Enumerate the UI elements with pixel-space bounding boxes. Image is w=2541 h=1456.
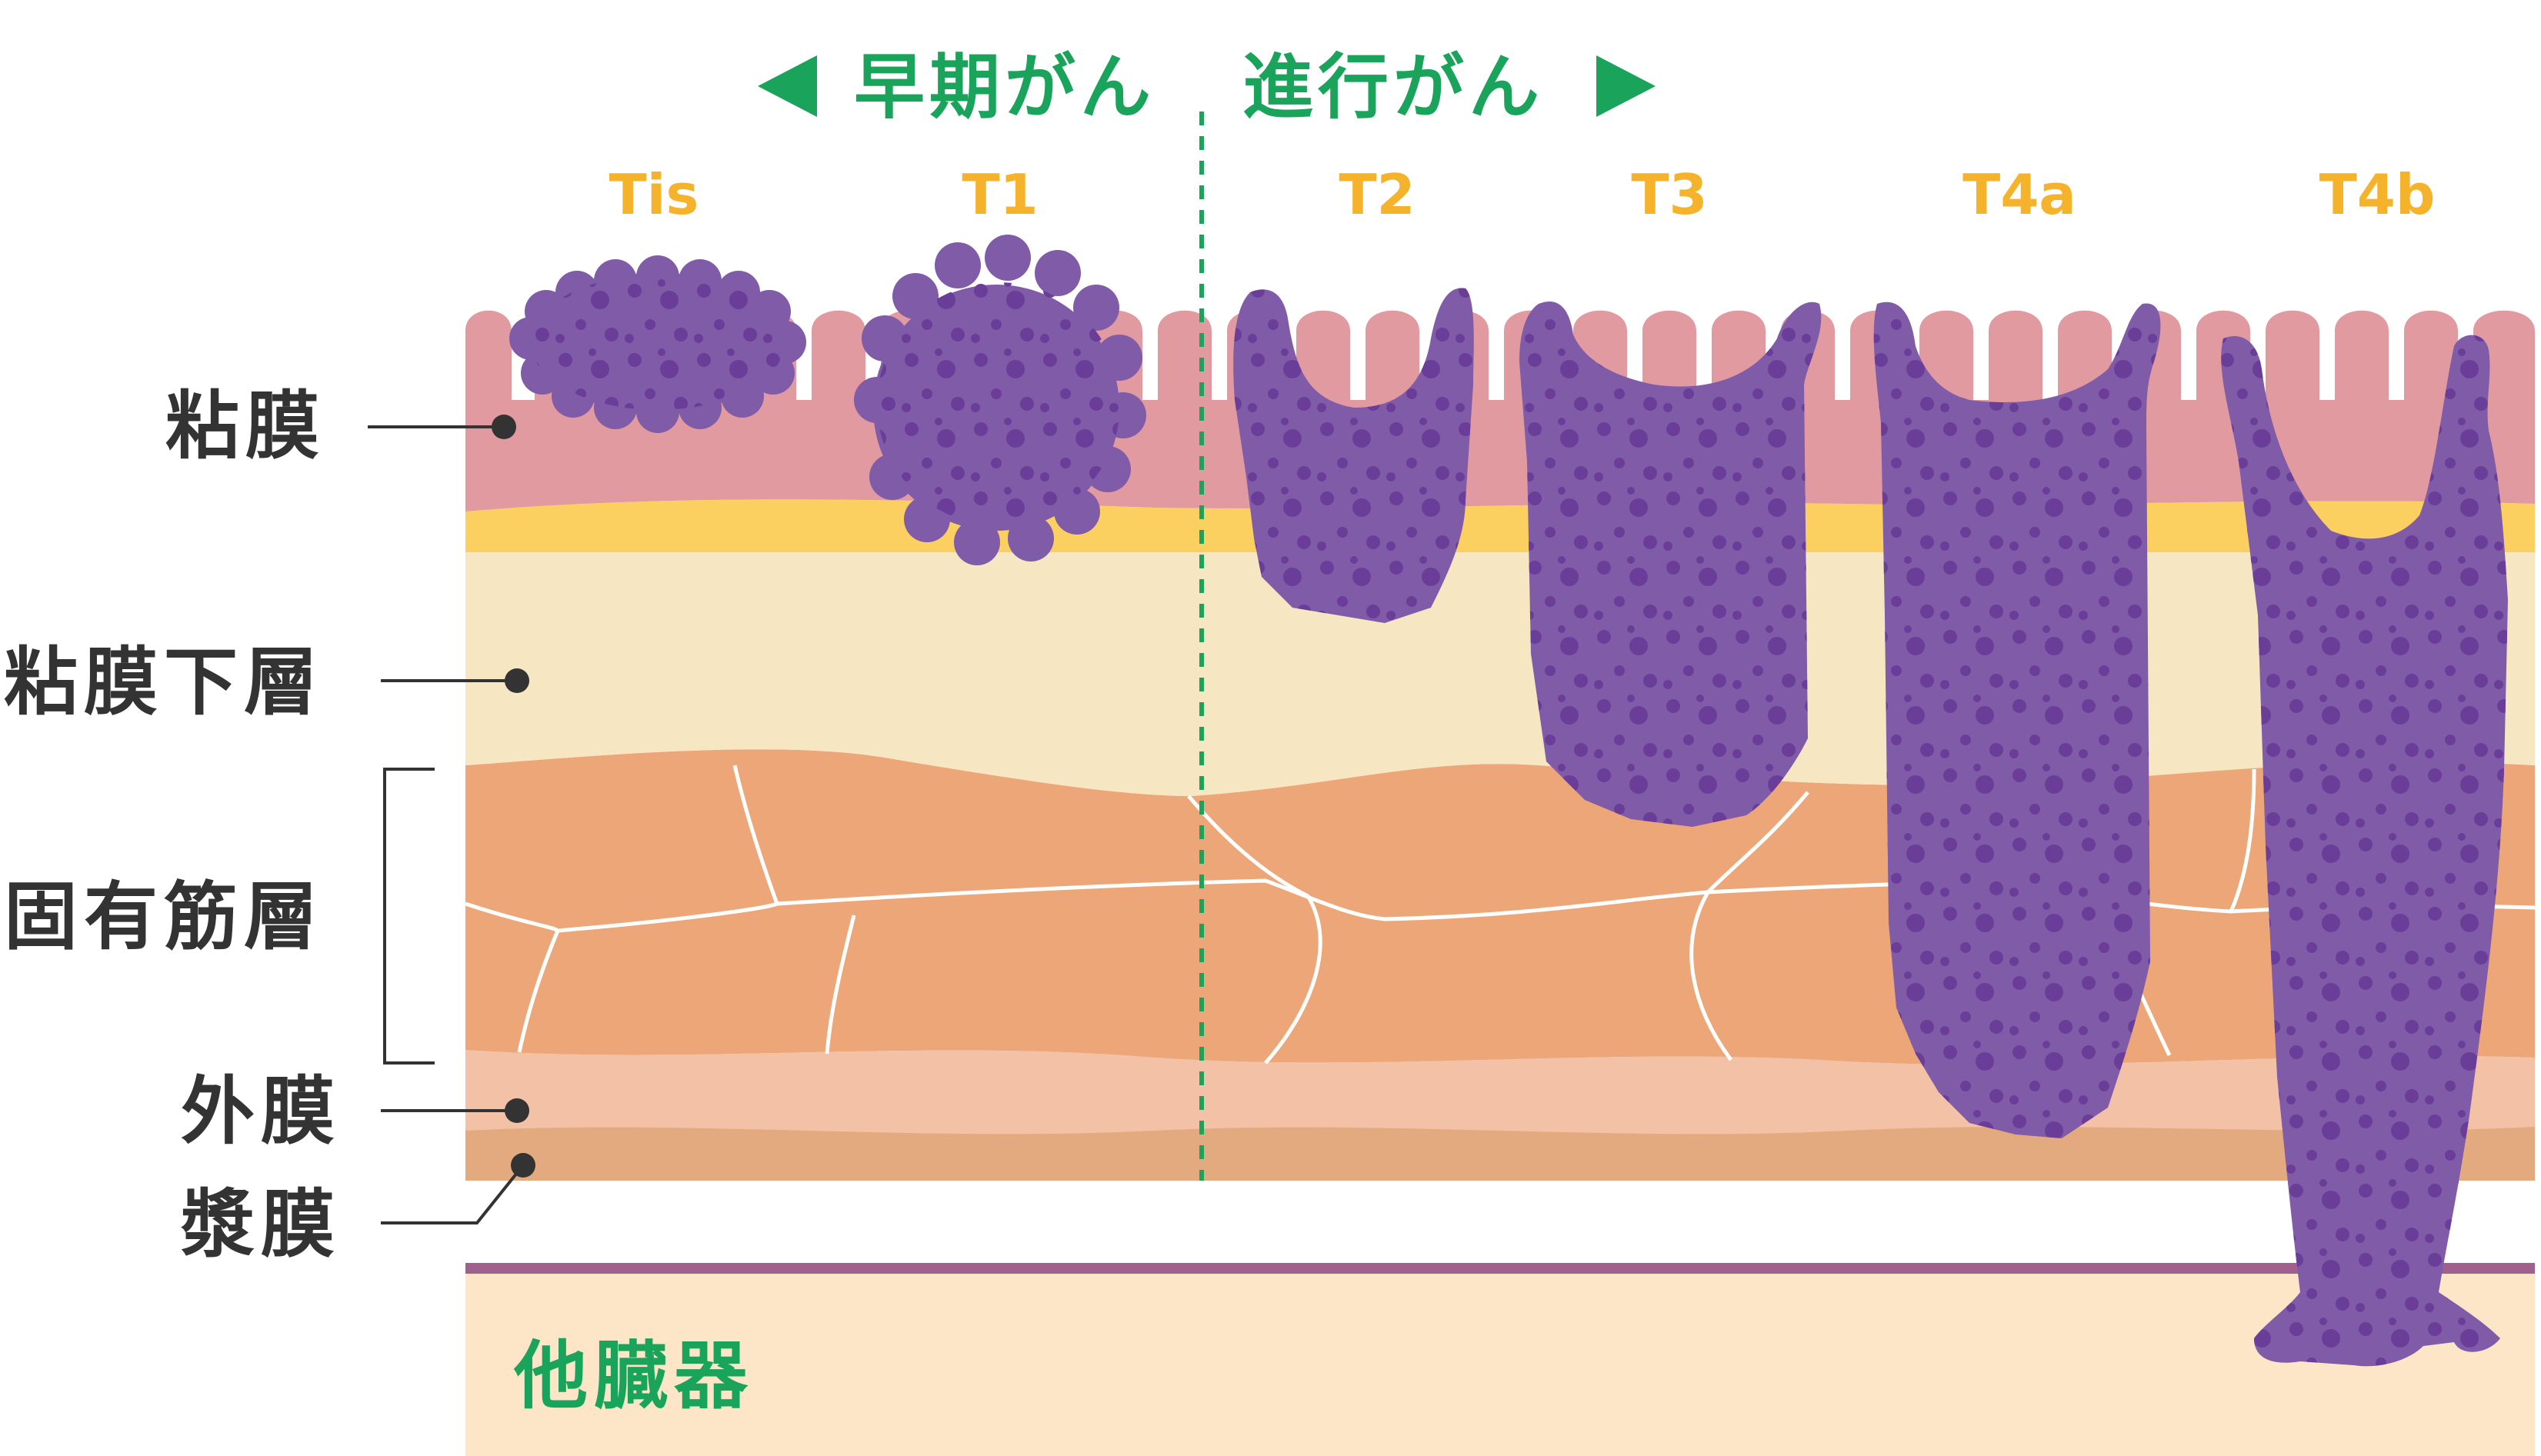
early-cancer-label: 早期がん: [854, 46, 1155, 128]
other-organ-layer: [465, 1273, 2535, 1456]
arrow-left-icon: [758, 55, 817, 117]
layer-labels: 粘膜 粘膜下層 固有筋層 外膜 漿膜: [4, 383, 535, 1268]
stage-label-t3: T3: [1631, 162, 1707, 227]
layer-label-submucosa: 粘膜下層: [4, 639, 324, 725]
muscularis-layer: [465, 749, 2535, 1065]
muscularis-mucosae-layer: [465, 499, 2535, 552]
stage-label-t4b: T4b: [2319, 162, 2436, 227]
stage-labels: Tis T1 T2 T3 T4a T4b: [609, 162, 2436, 227]
advanced-cancer-label: 進行がん: [1242, 46, 1544, 128]
stage-label-t4a: T4a: [1962, 162, 2076, 227]
serosa-pointer: [511, 1153, 535, 1178]
tumor-t4a: [1873, 302, 2161, 1139]
other-organ-boundary: [465, 1263, 2535, 1274]
mucosa-pointer: [492, 415, 516, 439]
tumor-tis: [509, 255, 806, 433]
tumor-t1: [854, 235, 1146, 565]
muscularis-bracket: [383, 768, 435, 1065]
layer-label-muscularis: 固有筋層: [4, 874, 324, 960]
stage-label-t2: T2: [1339, 162, 1415, 227]
phase-header: 早期がん 進行がん: [758, 46, 1656, 128]
submucosa-pointer: [505, 668, 529, 693]
tumor-t2: [1233, 288, 1474, 623]
layer-label-serosa: 漿膜: [181, 1181, 341, 1268]
stage-label-t1: T1: [962, 162, 1038, 227]
adventitia-pointer: [505, 1098, 529, 1123]
adventitia-layer: [465, 1050, 2535, 1134]
other-organ-label: 他臓器: [513, 1333, 754, 1419]
tumors: [509, 235, 2508, 1367]
layer-label-adventitia: 外膜: [181, 1068, 341, 1154]
arrow-right-icon: [1596, 55, 1656, 117]
tumor-t3: [1519, 301, 1822, 827]
tissue-layers: [465, 310, 2536, 1456]
layer-label-mucosa: 粘膜: [165, 383, 325, 469]
stage-label-tis: Tis: [609, 162, 699, 227]
tumor-t4b: [2221, 335, 2508, 1367]
